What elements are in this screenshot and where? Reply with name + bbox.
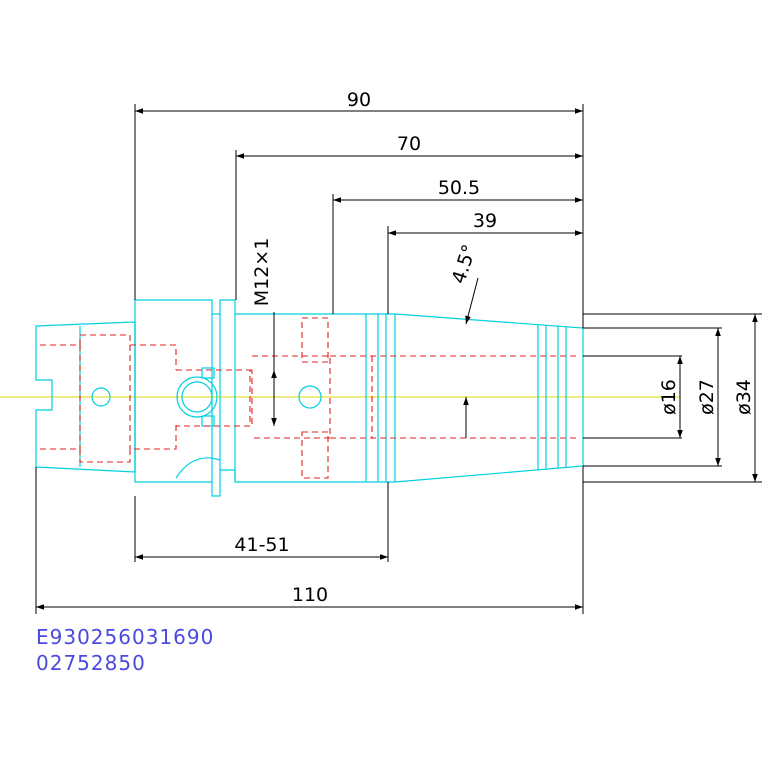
dim-39-label: 39 [473,210,497,232]
dim-angle-label: 4.5° [448,242,481,287]
part-codes: E930256031690 02752850 [36,624,214,676]
part-code-2: 02752850 [36,651,146,675]
dimension-lines [35,104,762,614]
part-code-1: E930256031690 [36,625,215,649]
dim-thread-label: M12×1 [251,238,273,307]
dim-110-label: 110 [292,584,328,606]
dim-d16-label: ø16 [658,379,680,415]
dim-70-label: 70 [397,133,421,155]
dim-d34-label: ø34 [733,379,755,415]
holder-outline [35,299,584,497]
dim-41-51-label: 41-51 [234,534,289,556]
hidden-lines [40,317,580,479]
dim-90-label: 90 [347,89,371,111]
dim-d27-label: ø27 [696,379,718,415]
dim-50-5-label: 50.5 [438,177,480,199]
